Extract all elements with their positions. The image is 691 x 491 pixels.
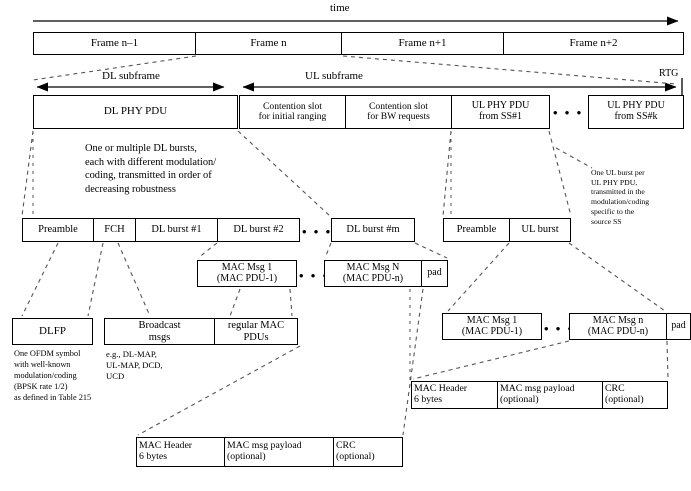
fch-label: FCH (104, 224, 125, 236)
ul-mac-pad-label: pad (671, 320, 686, 332)
dl-burst-2-box: DL burst #2 (217, 218, 300, 242)
dl-burst-1-label: DL burst #1 (151, 224, 202, 236)
leader-mac-to-regular2 (289, 288, 293, 317)
frame-cell-n: Frame n (195, 32, 342, 55)
dl-mac-payload-label: MAC msg payload (optional) (227, 440, 302, 462)
dl-mac-pad-box: pad (421, 260, 448, 287)
leader-ulmac-to-pdu-right (666, 340, 669, 380)
leader-dlphy-left (21, 130, 34, 217)
frame-label: Frame n (250, 36, 287, 49)
leader-fch-to-broadcast (117, 242, 151, 317)
dl-mac-msg-1-label: MAC Msg 1 (MAC PDU-1) (216, 261, 278, 284)
dlfp-box: DLFP (12, 318, 93, 345)
dl-burst-row-ellipsis: • • • (302, 224, 333, 239)
dl-mac-crc-box: CRC (optional) (333, 437, 403, 467)
dlfp-label: DLFP (39, 324, 66, 337)
dl-mac-msg-n-label: MAC Msg N (MAC PDU-n) (342, 261, 404, 284)
ul-mac-pad-box: pad (666, 313, 691, 340)
leader-ulphy-note (555, 147, 593, 169)
leader-fch-to-dlfp (87, 242, 104, 317)
ul-mac-crc-label: CRC (optional) (605, 383, 644, 405)
dl-mac-msg-n-box: MAC Msg N (MAC PDU-n) (324, 260, 422, 287)
leader-mac-to-regular (229, 288, 241, 317)
ul-mac-header-box: MAC Header 6 bytes (411, 381, 498, 409)
ul-phy-pdu-ssk-box: UL PHY PDU from SS#k (588, 95, 684, 129)
contention-slot-initial-ranging-box: Contention slot for initial ranging (239, 95, 346, 129)
contention-bw-requests-label: Contention slot for BW requests (367, 100, 430, 122)
ul-mac-msg-1-label: MAC Msg 1 (MAC PDU-1) (461, 314, 523, 337)
ul-mac-crc-box: CRC (optional) (602, 381, 668, 409)
frame-cell-n-plus-2: Frame n+2 (503, 32, 684, 55)
dl-mac-pad-label: pad (427, 267, 442, 279)
ul-preamble-box: Preamble (443, 218, 510, 242)
leader-ulburst-to-mac-right (568, 242, 666, 312)
leader-ulburst-to-mac-left (447, 242, 510, 312)
leader-preamble-to-dlfp (21, 242, 59, 317)
dl-mac-header-box: MAC Header 6 bytes (136, 437, 225, 467)
ul-preamble-label: Preamble (456, 224, 497, 236)
dl-burst-m-box: DL burst #m (331, 218, 415, 242)
ul-mac-header-label: MAC Header 6 bytes (414, 383, 468, 405)
regular-mac-pdus-label: regular MAC PDUs (227, 320, 285, 343)
dl-mac-row-ellipsis: • • • (299, 268, 330, 283)
leader-ulphy-left (442, 130, 452, 217)
dl-preamble-label: Preamble (38, 224, 78, 236)
frame-cell-n-plus-1: Frame n+1 (341, 32, 504, 55)
ul-mac-msg-1-box: MAC Msg 1 (MAC PDU-1) (442, 313, 542, 340)
ul-mac-msg-n-box: MAC Msg n (MAC PDU-n) (569, 313, 667, 340)
dl-bursts-note: One or multiple DL bursts, each with dif… (85, 143, 217, 196)
ul-phy-pdu-ssk-label: UL PHY PDU from SS#k (607, 100, 665, 122)
leader-frame-to-ul (342, 55, 677, 85)
leader-dlburstm-left (324, 242, 332, 259)
frame-cell-n-minus-1: Frame n–1 (33, 32, 196, 55)
leader-dlburst-to-mac-left (197, 242, 218, 259)
ul-burst-note: One UL burst per UL PHY PDU, transmitted… (591, 168, 650, 226)
ul-phy-pdu-ss1-box: UL PHY PDU from SS#1 (451, 95, 550, 129)
regular-mac-pdus-box: regular MAC PDUs (214, 318, 298, 345)
fch-box: FCH (93, 218, 136, 242)
ul-phy-pdu-ss1-label: UL PHY PDU from SS#1 (471, 100, 530, 122)
ul-burst-box: UL burst (509, 218, 571, 242)
dlfp-note: One OFDM symbol with well-known modulati… (14, 349, 92, 402)
time-axis-label: time (330, 2, 350, 14)
ul-mac-payload-label: MAC msg payload (optional) (500, 383, 575, 405)
broadcast-msgs-note: e.g., DL-MAP, UL-MAP, DCD, UCD (106, 349, 163, 382)
rtg-label: RTG (659, 68, 679, 79)
phy-row-ellipsis: • • • (553, 105, 584, 120)
leader-ulphy-right (548, 130, 572, 217)
dl-mac-payload-box: MAC msg payload (optional) (224, 437, 334, 467)
ul-mac-msg-n-label: MAC Msg n (MAC PDU-n) (587, 314, 649, 337)
dl-burst-2-label: DL burst #2 (233, 224, 284, 236)
dl-mac-msg-1-box: MAC Msg 1 (MAC PDU-1) (197, 260, 297, 287)
dl-subframe-label: DL subframe (102, 70, 160, 82)
ul-mac-payload-box: MAC msg payload (optional) (497, 381, 603, 409)
dl-burst-m-label: DL burst #m (346, 224, 400, 236)
ul-subframe-label: UL subframe (305, 70, 363, 82)
dl-phy-pdu-box: DL PHY PDU (33, 95, 238, 129)
dl-burst-1-box: DL burst #1 (135, 218, 218, 242)
frame-label: Frame n–1 (90, 36, 139, 49)
broadcast-msgs-label: Broadcast msgs (138, 320, 181, 343)
dl-preamble-box: Preamble (22, 218, 94, 242)
frame-label: Frame n+1 (398, 36, 447, 49)
dl-mac-crc-label: CRC (optional) (336, 440, 375, 462)
leader-dlmac-to-pdu-right (402, 288, 424, 436)
frame-label: Frame n+2 (569, 36, 618, 49)
leader-dlburst-to-mac-right (414, 242, 448, 259)
broadcast-msgs-box: Broadcast msgs (104, 318, 215, 345)
ul-mac-row-ellipsis: • • • (544, 321, 575, 336)
leader-ulmac-to-pdu-left (412, 340, 570, 380)
contention-initial-ranging-label: Contention slot for initial ranging (258, 100, 327, 122)
dl-mac-header-label: MAC Header 6 bytes (139, 440, 193, 462)
ul-burst-label: UL burst (521, 224, 559, 236)
dl-phy-pdu-label: DL PHY PDU (103, 105, 168, 118)
contention-slot-bw-requests-box: Contention slot for BW requests (345, 95, 452, 129)
